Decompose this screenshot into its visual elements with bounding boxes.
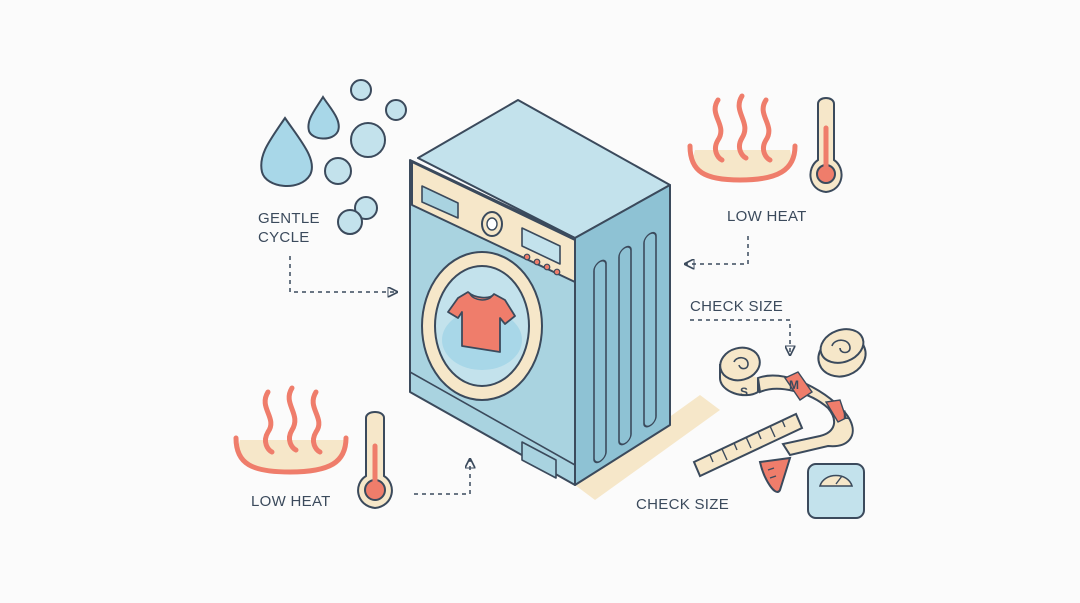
- label-check-size-bottom: CHECK SIZE: [636, 496, 730, 513]
- filter-cover: [521, 441, 557, 479]
- arrow-low-heat-bottom: [414, 460, 470, 495]
- connector-arrows: [289, 236, 790, 495]
- tape-size-s: S: [740, 385, 748, 399]
- tape-size-m: M: [789, 378, 799, 392]
- scale-icon: [807, 463, 865, 519]
- label-low-heat-top: LOW HEAT: [727, 208, 807, 225]
- tape-size-l: L: [843, 408, 850, 422]
- heat-waves-icon: [233, 385, 349, 475]
- washing-machine: [409, 99, 720, 500]
- label-check-size-top: CHECK SIZE: [690, 298, 784, 315]
- arrow-gentle-cycle: [289, 256, 396, 292]
- label-low-heat-bottom: LOW HEAT: [251, 493, 331, 510]
- display-screen: [521, 227, 561, 265]
- heat-waves-icon: [687, 93, 798, 183]
- measuring-tape-icon: S M L: [719, 328, 867, 493]
- detergent-drawer: [421, 185, 459, 219]
- thermometer-icon: [809, 97, 843, 194]
- arrow-low-heat-top: [686, 236, 749, 264]
- bubbles-icon: [324, 79, 407, 235]
- arrow-check-size-top: [690, 319, 790, 354]
- label-gentle-cycle: GENTLE CYCLE: [258, 210, 320, 246]
- shirt-icon: [447, 291, 516, 353]
- ruler-icon: [692, 412, 804, 478]
- thermometer-icon: [357, 411, 393, 510]
- water-drop-icon: [260, 95, 340, 188]
